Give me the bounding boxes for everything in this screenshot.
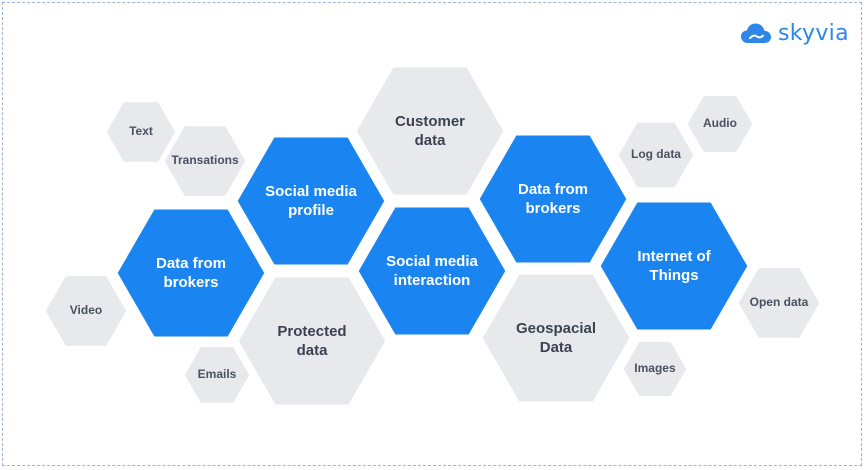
- hexagon-data-from-brokers-left: [114, 206, 268, 340]
- hexagon-emails: [181, 344, 253, 406]
- hexagon-protected-data: [235, 274, 389, 408]
- hexagon-audio: [684, 93, 756, 155]
- skyvia-logo: skyvia: [740, 18, 849, 48]
- hexagon-internet-of-things: [597, 199, 751, 333]
- hexagon-transations: [161, 123, 249, 199]
- hexagon-social-media-interaction: [355, 204, 509, 338]
- logo-text: skyvia: [778, 20, 849, 46]
- hexagon-images: [620, 338, 690, 400]
- hexagon-data-from-brokers-right: [476, 132, 630, 266]
- hexagon-customer-data: [353, 64, 507, 198]
- hexagon-social-media-profile: [234, 134, 388, 268]
- hexagon-log-data: [615, 119, 697, 191]
- hexagon-open-data: [735, 265, 823, 341]
- hexagon-video: [42, 273, 130, 349]
- cloud-icon: [741, 23, 771, 43]
- hexagon-text: [103, 99, 179, 165]
- hexagon-geospacial-data: [479, 271, 633, 405]
